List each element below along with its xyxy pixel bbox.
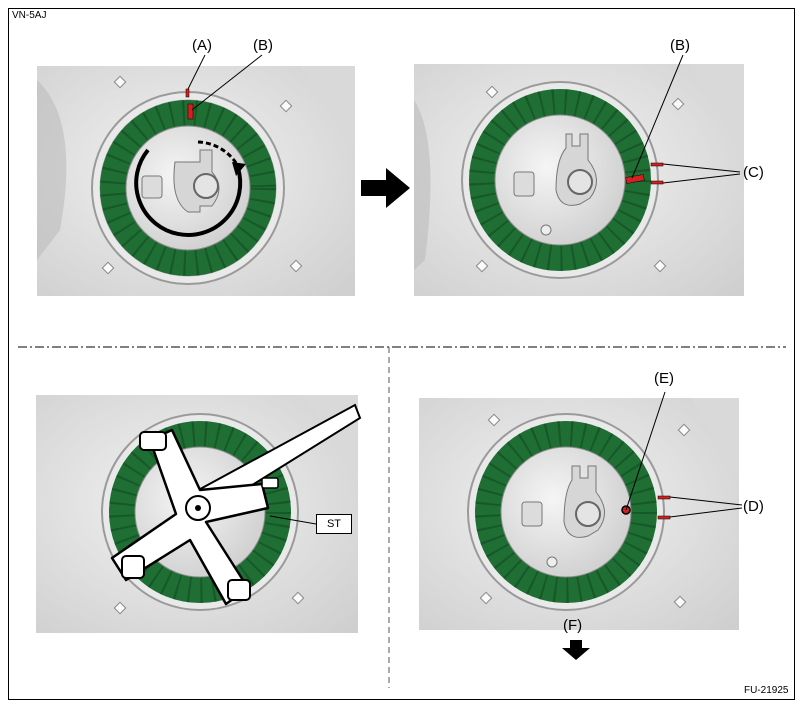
panel-bottom-left [36, 395, 362, 633]
next-step-arrow [361, 168, 410, 208]
panel-top-left [37, 54, 355, 296]
callout-e: (E) [654, 370, 674, 387]
callout-f: (F) [563, 617, 583, 634]
callout-b-right: (B) [670, 37, 690, 54]
figure-code: FU-21925 [744, 685, 789, 696]
special-tool-label: ST [316, 514, 352, 534]
callout-c: (C) [743, 164, 764, 181]
panel-bottom-right [419, 391, 743, 660]
down-arrow [562, 640, 590, 660]
callout-d: (D) [743, 498, 764, 515]
callout-a: (A) [192, 37, 212, 54]
model-code: VN-5AJ [12, 10, 47, 21]
panel-top-right [414, 54, 744, 296]
figure-frame [8, 8, 795, 700]
callout-b-left: (B) [253, 37, 273, 54]
